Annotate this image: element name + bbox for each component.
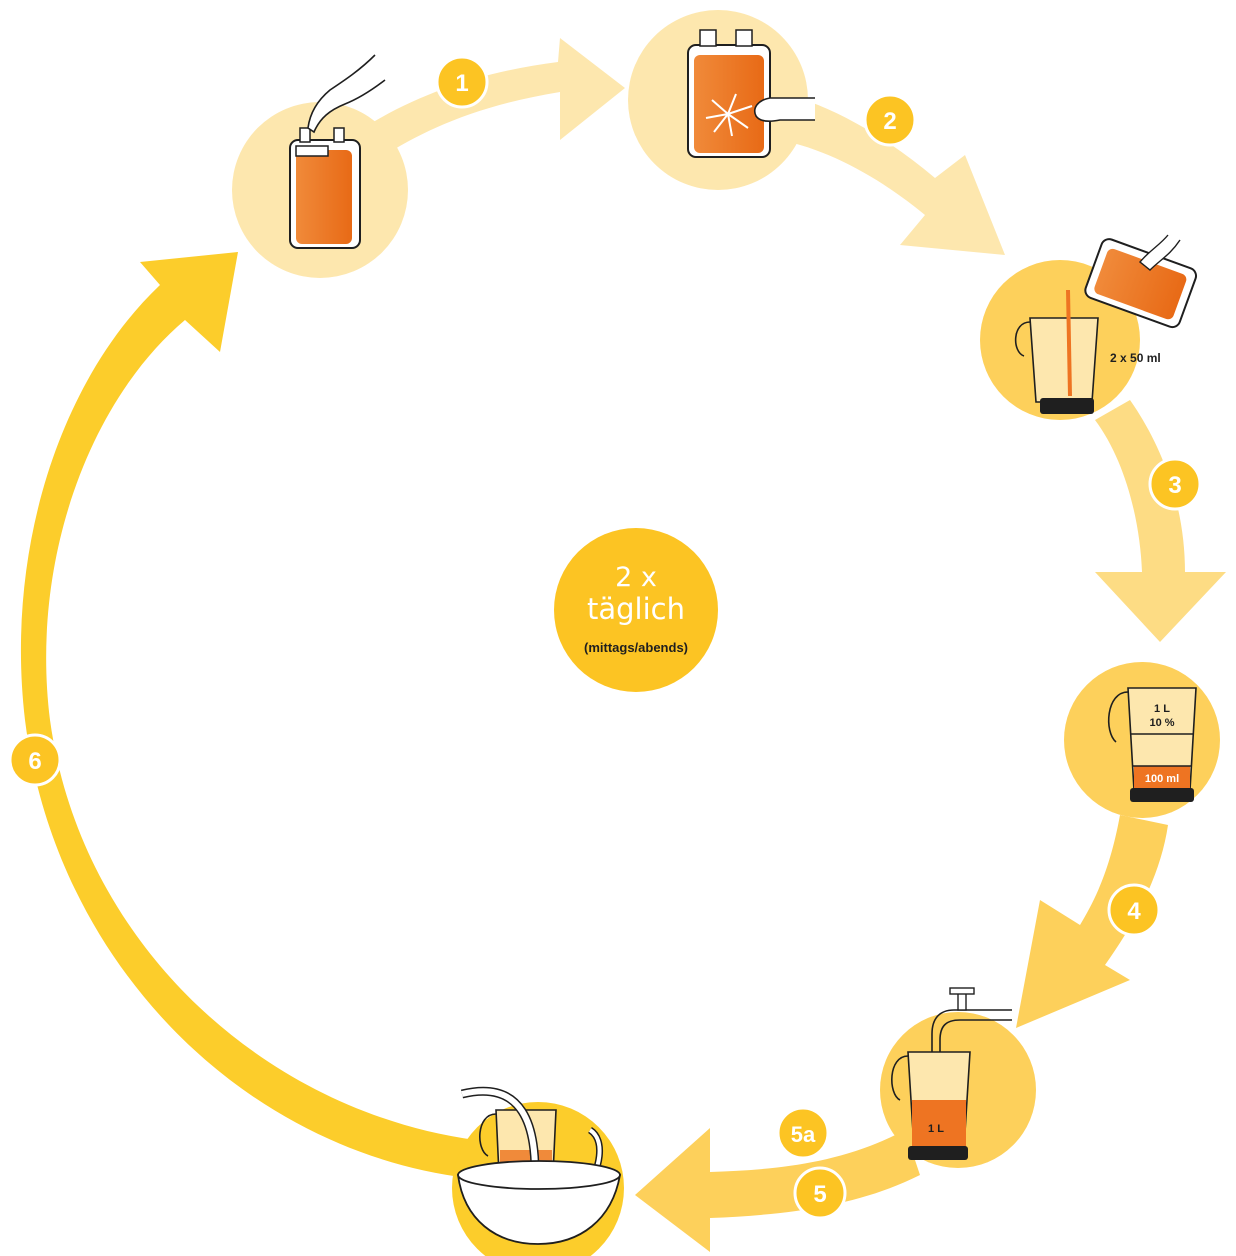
shake-bottle-icon — [688, 30, 770, 157]
frequency-count: 2 x — [615, 562, 657, 593]
jug-top-volume-label: 1 L — [1154, 703, 1170, 715]
step-2-illustration — [628, 10, 815, 190]
step-number: 6 — [28, 748, 41, 775]
pour-amount-label: 2 x 50 ml — [1110, 351, 1161, 365]
step-badge-6: 6 — [10, 735, 60, 785]
jug-top-percent-label: 10 % — [1149, 717, 1174, 729]
step-number: 5 — [813, 1181, 826, 1208]
step-4-illustration: 1 L 10 % 100 ml — [1064, 662, 1220, 818]
step-number: 3 — [1168, 472, 1181, 499]
step-badge-5: 5 — [795, 1168, 845, 1218]
step-number: 2 — [883, 108, 896, 135]
hand-icon — [755, 98, 815, 121]
step-5-illustration: 1 L — [880, 988, 1036, 1168]
step-number: 4 — [1127, 898, 1141, 925]
frequency-center-badge: 2 x täglich (mittags/abends) — [554, 528, 718, 692]
concentrate-bottle-icon — [290, 128, 360, 248]
step-badge-3: 3 — [1150, 459, 1200, 509]
step-1-illustration — [232, 55, 408, 278]
arrow-step-6 — [21, 252, 475, 1178]
step-3-illustration: 2 x 50 ml — [980, 235, 1198, 420]
fill-volume-label: 1 L — [928, 1123, 944, 1135]
frequency-word: täglich — [587, 592, 685, 626]
step-badge-5a: 5a — [778, 1108, 828, 1158]
step-number: 5a — [791, 1122, 816, 1147]
jug-bottom-volume-label: 100 ml — [1145, 773, 1179, 785]
step-badge-1: 1 — [437, 57, 487, 107]
step-number: 1 — [455, 70, 468, 97]
step-badge-4: 4 — [1109, 885, 1159, 935]
step-6-illustration — [452, 1091, 624, 1256]
frequency-times: (mittags/abends) — [584, 640, 688, 655]
step-badge-2: 2 — [865, 95, 915, 145]
arrow-step-3 — [1095, 400, 1226, 642]
arrow-step-5 — [635, 1128, 920, 1252]
